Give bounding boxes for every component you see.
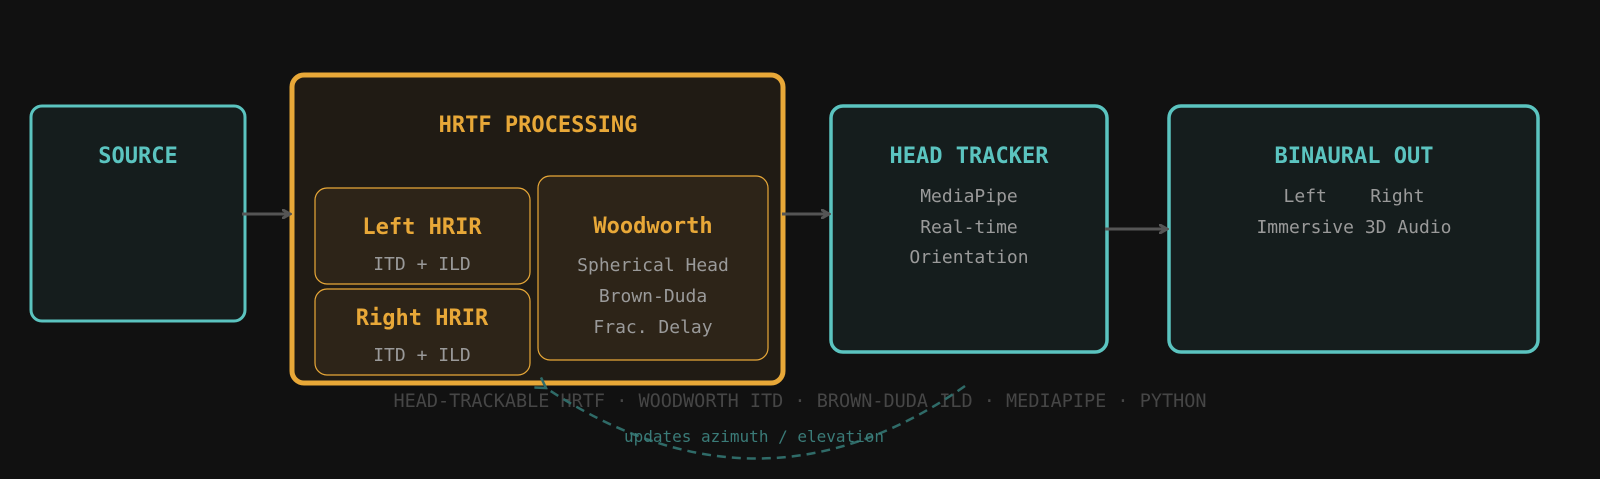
- woodworth-node: Woodworth Spherical Head Brown-Duda Frac…: [537, 175, 769, 361]
- binaural-out-title: BINAURAL OUT: [1275, 144, 1434, 169]
- woodworth-line: Frac. Delay: [593, 317, 712, 338]
- binaural-out-line: Left Right: [1284, 186, 1425, 207]
- right-hrir-sub: ITD + ILD: [373, 345, 471, 366]
- woodworth-line: Brown-Duda: [599, 286, 707, 307]
- binaural-out-node: BINAURAL OUT Left Right Immersive 3D Aud…: [1167, 104, 1540, 354]
- woodworth-line: Spherical Head: [577, 255, 729, 276]
- hrtf-processing-node: HRTF PROCESSING Left HRIR ITD + ILD Righ…: [289, 72, 786, 386]
- left-hrir-sub: ITD + ILD: [373, 254, 471, 275]
- feedback-label: updates azimuth / elevation: [624, 427, 884, 446]
- left-hrir-node: Left HRIR ITD + ILD: [314, 187, 531, 285]
- woodworth-title: Woodworth: [593, 214, 712, 239]
- right-hrir-node: Right HRIR ITD + ILD: [314, 288, 531, 376]
- source-node: SOURCE: [29, 104, 247, 323]
- right-hrir-title: Right HRIR: [356, 306, 489, 331]
- footer-caption: HEAD-TRACKABLE HRTF · WOODWORTH ITD · BR…: [393, 391, 1206, 412]
- hrtf-title: HRTF PROCESSING: [439, 113, 638, 138]
- feedback-dashed-arrow: [546, 386, 966, 460]
- head-tracker-line: Orientation: [909, 247, 1028, 268]
- head-tracker-line: Real-time: [920, 217, 1018, 238]
- binaural-out-line: Immersive 3D Audio: [1256, 217, 1451, 238]
- left-hrir-title: Left HRIR: [362, 215, 482, 240]
- head-tracker-node: HEAD TRACKER MediaPipe Real-time Orienta…: [829, 104, 1109, 354]
- head-tracker-title: HEAD TRACKER: [890, 144, 1050, 169]
- source-title: SOURCE: [98, 144, 177, 169]
- head-tracker-line: MediaPipe: [920, 186, 1018, 207]
